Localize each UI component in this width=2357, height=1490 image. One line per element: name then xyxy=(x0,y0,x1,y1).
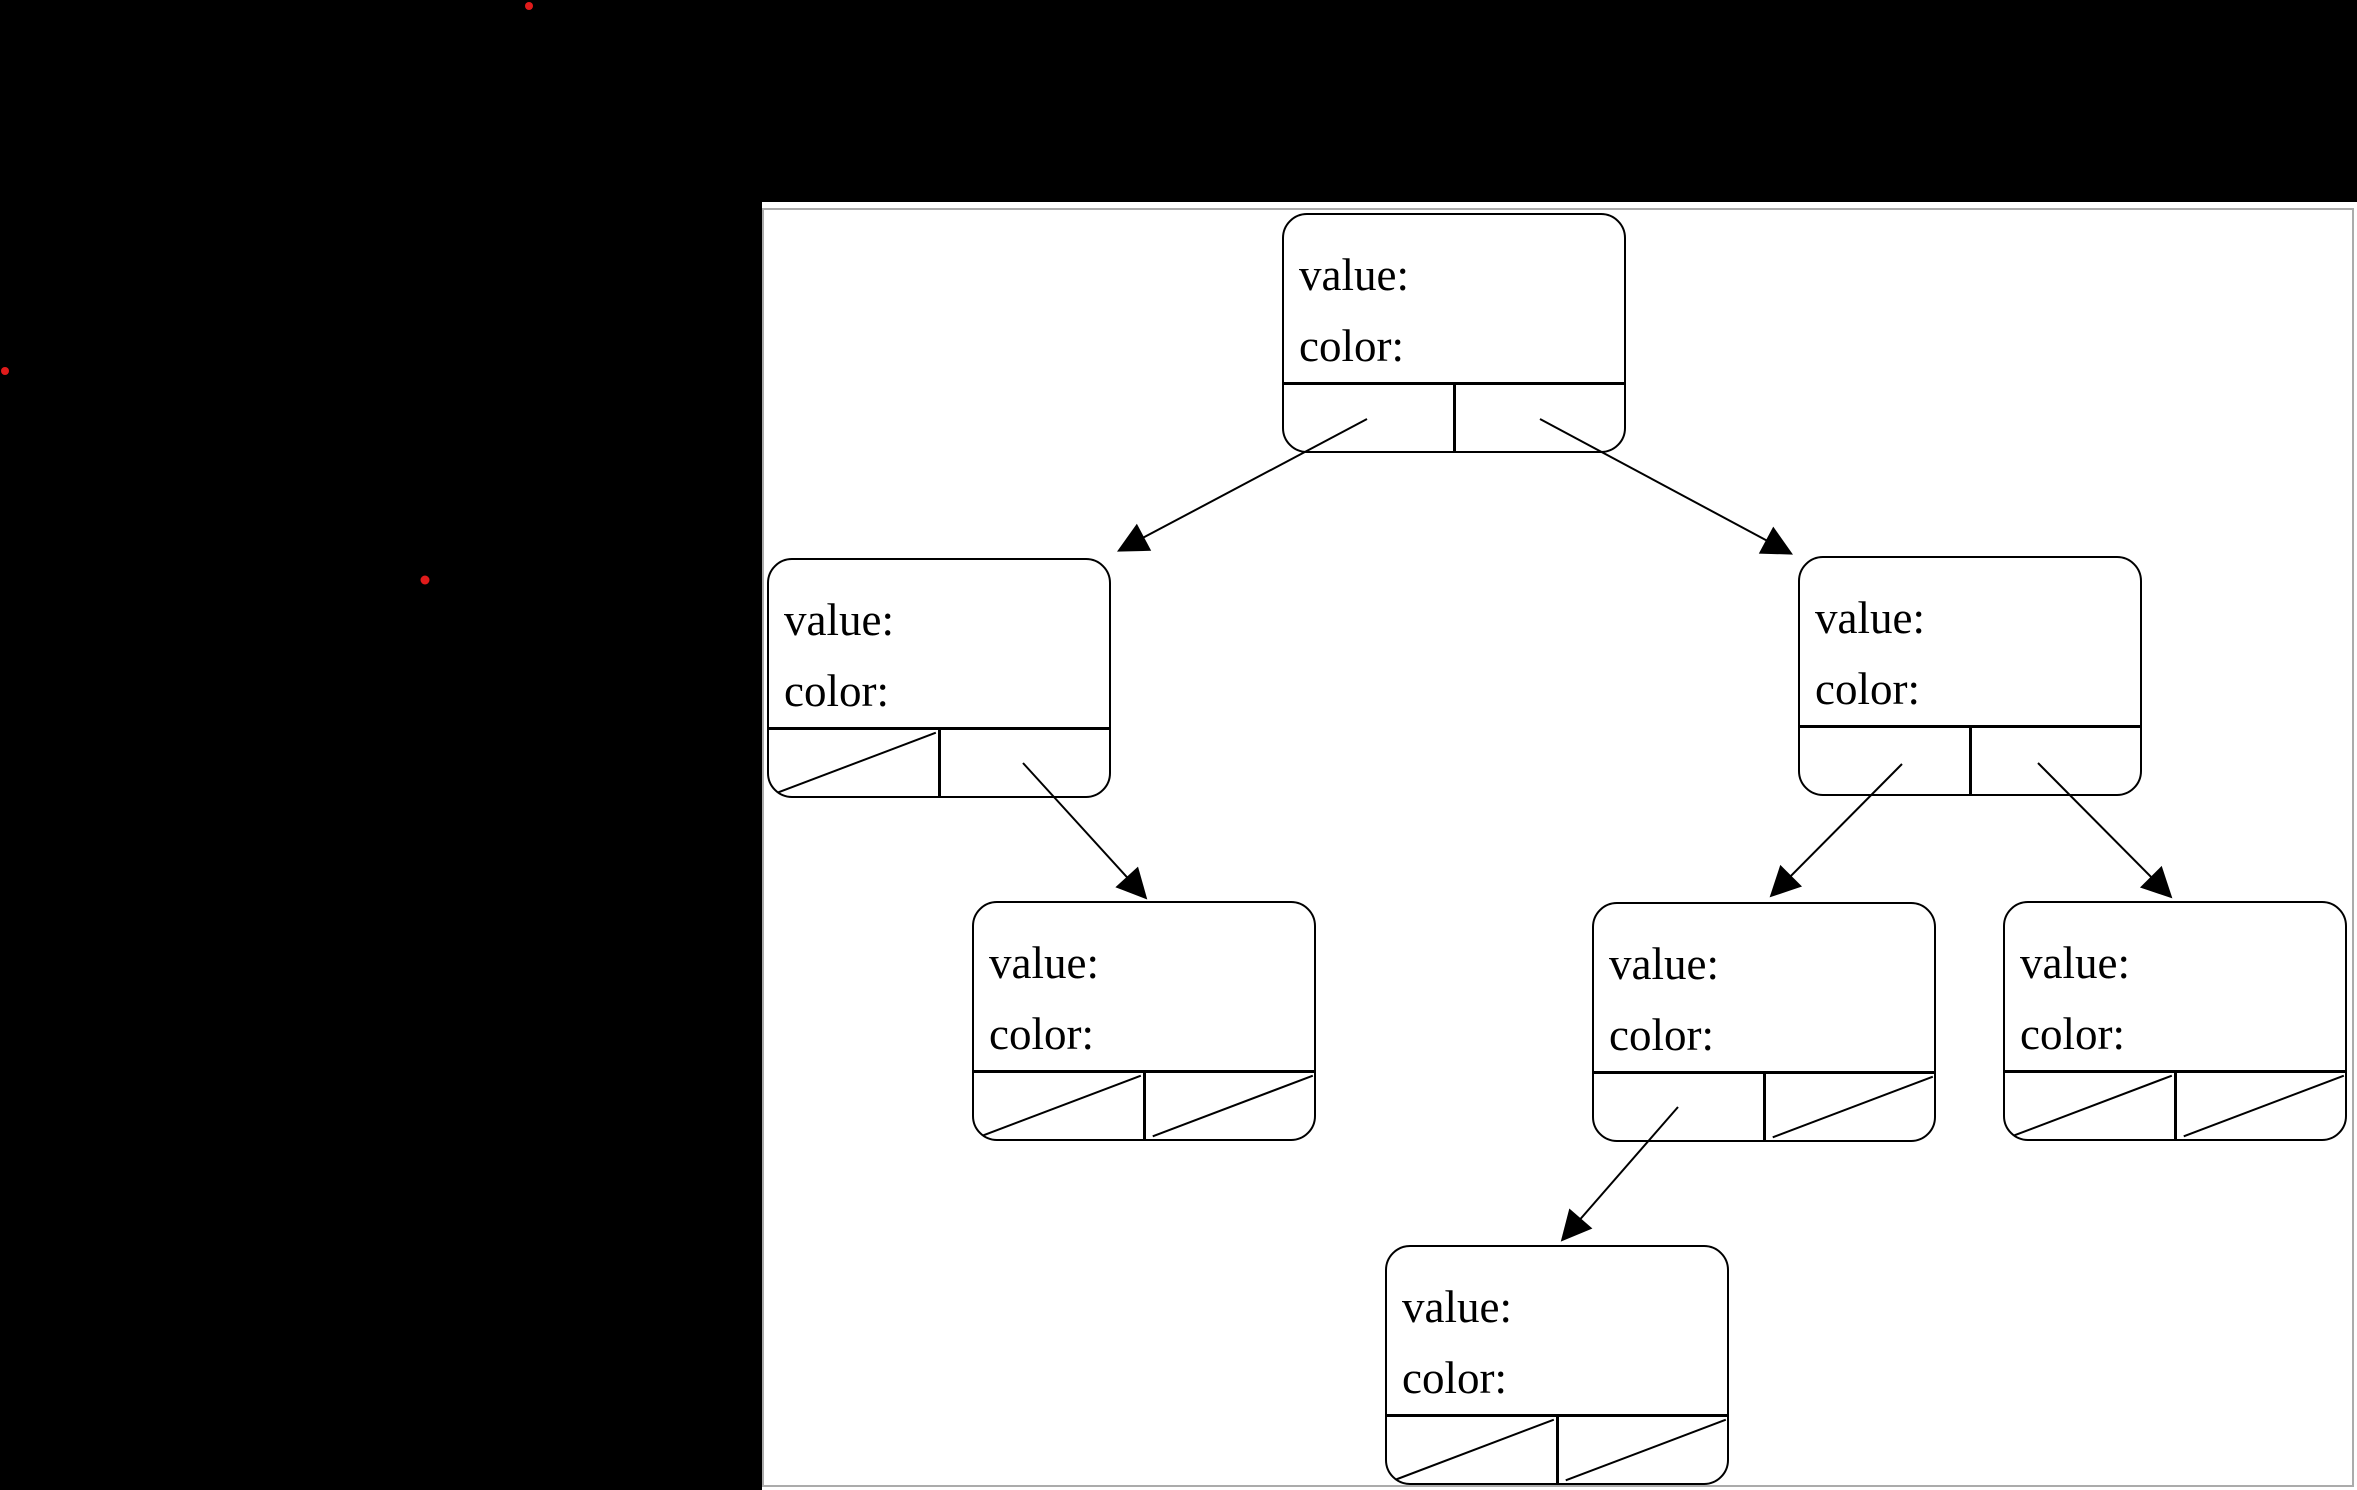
left-pointer-cell xyxy=(1594,1074,1766,1140)
value-label: value: xyxy=(989,938,1099,988)
right-pointer-cell xyxy=(1146,1073,1315,1139)
pointer-row xyxy=(1594,1071,1934,1140)
node-labels: value: color: xyxy=(2005,903,2345,1070)
right-pointer-cell xyxy=(1456,385,1625,451)
null-pointer-slash-icon xyxy=(974,1073,1143,1139)
value-label: value: xyxy=(1609,939,1719,989)
null-pointer-slash-icon xyxy=(769,730,938,796)
color-label: color: xyxy=(2020,1009,2125,1059)
left-pointer-cell xyxy=(1800,728,1972,794)
pointer-row xyxy=(769,727,1109,796)
left-pointer-cell xyxy=(1284,385,1456,451)
left-pointer-cell xyxy=(769,730,941,796)
color-label: color: xyxy=(989,1009,1094,1059)
color-label: color: xyxy=(1299,321,1404,371)
right-pointer-cell xyxy=(1766,1074,1935,1140)
node-left-child: value: color: xyxy=(767,558,1111,798)
node-labels: value: color: xyxy=(769,560,1109,727)
right-pointer-cell xyxy=(2177,1073,2346,1139)
color-label: color: xyxy=(1402,1353,1507,1403)
node-labels: value: color: xyxy=(1387,1247,1727,1414)
pointer-row xyxy=(1800,725,2140,794)
red-dot-icon xyxy=(420,575,430,585)
left-pointer-cell xyxy=(2005,1073,2177,1139)
pointer-row xyxy=(1387,1414,1727,1483)
left-pointer-cell xyxy=(974,1073,1146,1139)
node-left-right-grandchild: value: color: xyxy=(972,901,1316,1141)
right-pointer-cell xyxy=(1972,728,2141,794)
pointer-row xyxy=(974,1070,1314,1139)
red-dot-icon xyxy=(1,367,9,375)
color-label: color: xyxy=(1609,1010,1714,1060)
value-label: value: xyxy=(2020,938,2130,988)
value-label: value: xyxy=(1402,1282,1512,1332)
node-deep: value: color: xyxy=(1385,1245,1729,1485)
right-pointer-cell xyxy=(1559,1417,1728,1483)
null-pointer-slash-icon xyxy=(2005,1073,2174,1139)
pointer-row xyxy=(2005,1070,2345,1139)
null-pointer-slash-icon xyxy=(1559,1417,1728,1483)
null-pointer-slash-icon xyxy=(2177,1073,2346,1139)
color-label: color: xyxy=(1815,664,1920,714)
node-labels: value: color: xyxy=(1594,904,1934,1071)
node-labels: value: color: xyxy=(1800,558,2140,725)
red-dot-icon xyxy=(525,2,533,10)
diagram-window: value: color: value: color: xyxy=(762,202,2357,1490)
null-pointer-slash-icon xyxy=(1766,1074,1935,1140)
null-pointer-slash-icon xyxy=(1146,1073,1315,1139)
null-pointer-slash-icon xyxy=(1387,1417,1556,1483)
value-label: value: xyxy=(1299,250,1409,300)
node-labels: value: color: xyxy=(974,903,1314,1070)
node-right-right-grandchild: value: color: xyxy=(2003,901,2347,1141)
pointer-row xyxy=(1284,382,1624,451)
node-right-left-grandchild: value: color: xyxy=(1592,902,1936,1142)
value-label: value: xyxy=(1815,593,1925,643)
left-pointer-cell xyxy=(1387,1417,1559,1483)
right-pointer-cell xyxy=(941,730,1110,796)
node-root: value: color: xyxy=(1282,213,1626,453)
node-labels: value: color: xyxy=(1284,215,1624,382)
value-label: value: xyxy=(784,595,894,645)
color-label: color: xyxy=(784,666,889,716)
node-right-child: value: color: xyxy=(1798,556,2142,796)
